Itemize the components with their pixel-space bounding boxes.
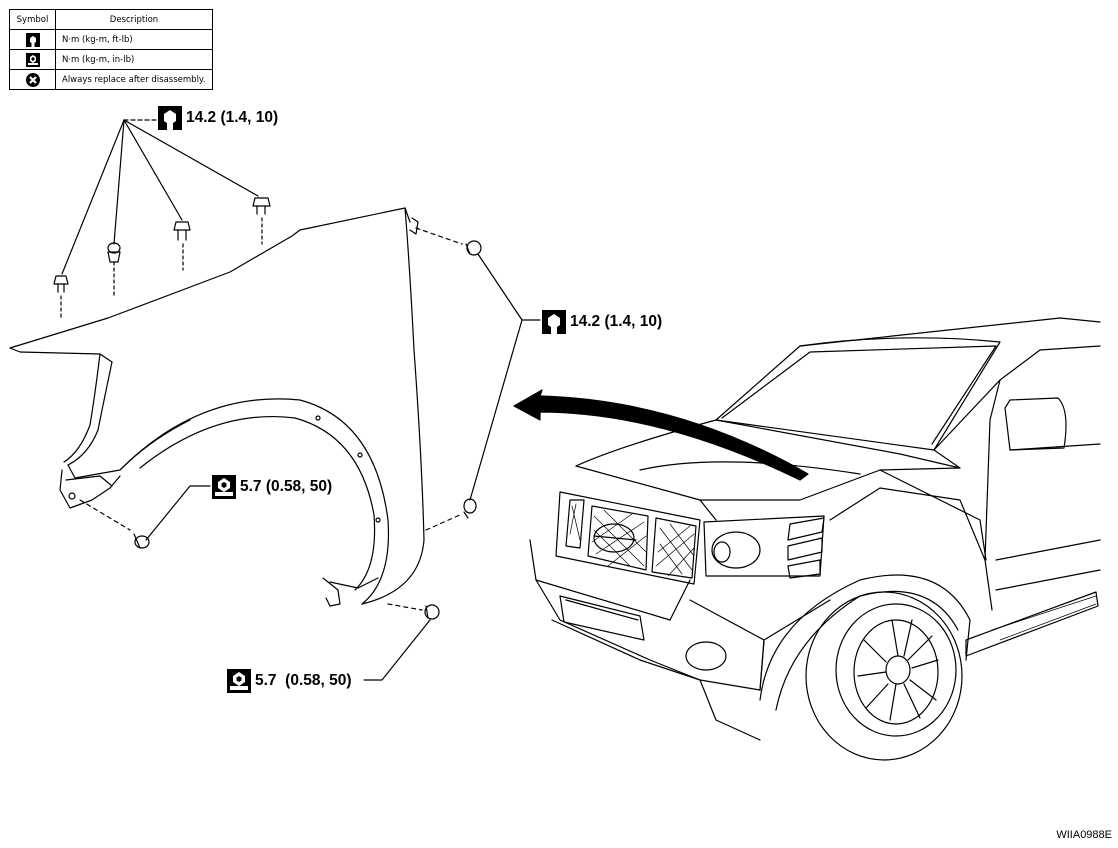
front-lower-bolt <box>79 485 211 549</box>
torque-value: 14.2 (1.4, 10) <box>570 313 663 330</box>
torque-value: 5.7 (0.58, 50) <box>255 672 352 689</box>
legend-row: N·m (kg-m, ft-lb) <box>9 29 213 50</box>
legend-header-description: Description <box>55 9 213 30</box>
legend-row: Always replace after disassembly. <box>9 69 213 90</box>
torque-wrench-icon <box>25 32 40 47</box>
legend-description: N·m (kg-m, in-lb) <box>55 49 213 70</box>
bottom-bolt <box>363 603 440 681</box>
torque-wrench-small-icon <box>212 475 236 499</box>
torque-wrench-icon <box>542 310 566 334</box>
torque-callout-rear-bolts: 14.2 (1.4, 10) <box>542 310 662 334</box>
truck-illustration <box>529 317 1101 761</box>
torque-value: 14.2 (1.4, 10) <box>186 109 279 126</box>
torque-value: 5.7 (0.58, 50) <box>240 478 333 495</box>
direction-arrow <box>513 389 809 481</box>
legend-header-row: Symbol Description <box>9 9 213 30</box>
front-fender <box>9 207 425 607</box>
torque-callout-front-lower-bolt: 5.7 (0.58, 50) <box>212 475 332 499</box>
symbol-legend-table: Symbol Description N·m (kg-m, ft-lb) N·m… <box>9 9 213 90</box>
torque-wrench-small-icon <box>25 52 40 67</box>
legend-description: Always replace after disassembly. <box>55 69 213 90</box>
torque-callout-bottom-bolt: 5.7 (0.58, 50) <box>227 669 352 693</box>
torque-callout-top-bolts: 14.2 (1.4, 10) <box>158 106 278 130</box>
figure-code: WIIA0988E <box>1056 829 1112 841</box>
top-bolts-leaders <box>61 119 259 275</box>
rear-bolts <box>415 227 541 531</box>
torque-wrench-small-icon <box>227 669 251 693</box>
legend-header-symbol: Symbol <box>9 9 56 30</box>
legend-row: N·m (kg-m, in-lb) <box>9 49 213 70</box>
legend-description: N·m (kg-m, ft-lb) <box>55 29 213 50</box>
torque-wrench-icon <box>158 106 182 130</box>
replace-x-icon <box>25 72 40 87</box>
top-bolts <box>53 197 271 319</box>
